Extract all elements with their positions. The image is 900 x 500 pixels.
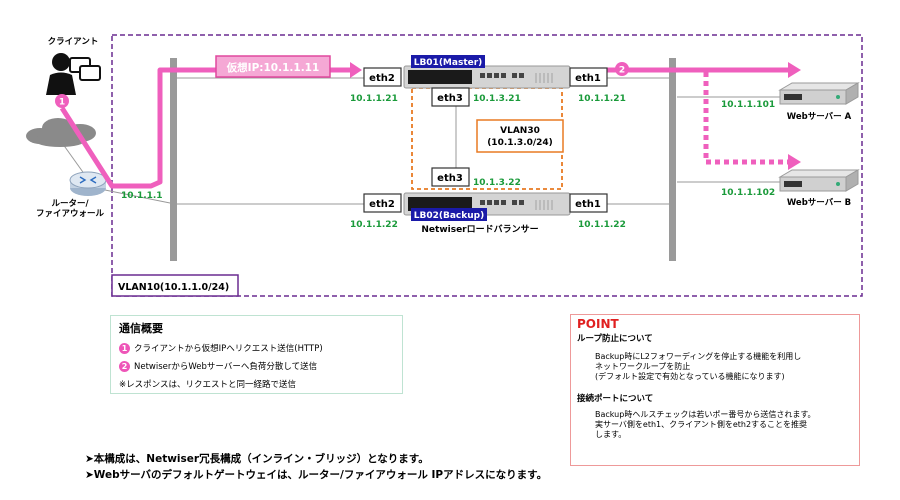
lb02-label: LB02(Backup) — [414, 211, 484, 221]
client-icon — [46, 53, 101, 95]
note-line-2: ➤Webサーバのデフォルトゲートウェイは、ルーター/ファイアウォール IPアドレ… — [85, 469, 548, 481]
web-b-flow-arrowhead — [788, 154, 801, 170]
lb02-eth1-ip: 10.1.1.22 — [578, 220, 626, 230]
router-icon — [69, 171, 107, 196]
web-server-a-icon — [778, 82, 860, 105]
vlan30-region — [411, 87, 563, 190]
lb02-eth2-label: eth2 — [369, 199, 395, 210]
switch-left-bar — [170, 58, 177, 261]
summary-box: 通信概要 1 クライアントから仮想IPへリクエスト送信(HTTP) 2 Netw… — [110, 315, 403, 394]
step-marker-2-number: 2 — [619, 66, 625, 76]
web-b-ip: 10.1.1.102 — [721, 188, 775, 198]
request-flow-arrowhead — [350, 62, 362, 78]
vlan30-label-line1: VLAN30 — [500, 126, 540, 136]
vip-label-box — [215, 55, 331, 78]
point-text-port: Backup時ヘルスチェックは若いポー番号から送信されます。 実サーバ側をeth… — [595, 410, 816, 439]
summary-title: 通信概要 — [119, 322, 163, 335]
point-text-loop: Backup時にL2フォワーディングを停止する機能を利用し ネットワークループを… — [595, 352, 802, 381]
lb02-eth3-label: eth3 — [437, 173, 463, 184]
step-marker-1 — [55, 94, 69, 108]
lb01-label-box — [411, 55, 485, 68]
summary-step-1-text: クライアントから仮想IPへリクエスト送信(HTTP) — [134, 344, 323, 354]
lb02-eth3-ip: 10.1.3.22 — [473, 178, 521, 188]
router-label-line1: ルーター/ — [51, 198, 89, 209]
summary-note: ※レスポンスは、リクエストと同一経路で送信 — [119, 380, 296, 390]
lb-caption: Netwiserロードバランサー — [421, 224, 538, 235]
point-heading-loop: ループ防止について — [577, 334, 653, 344]
web-server-b-icon — [778, 169, 860, 192]
web-server-b-label: Webサーバー B — [787, 197, 851, 208]
lb01-eth2-port — [363, 67, 402, 87]
lb01-eth2-ip: 10.1.1.21 — [350, 94, 398, 104]
lb01-label: LB01(Master) — [414, 58, 483, 68]
lb-to-web-b-flow — [703, 72, 790, 165]
lb01-eth1-ip: 10.1.1.21 — [578, 94, 626, 104]
point-box: POINT ループ防止について Backup時にL2フォワーディングを停止する機… — [570, 314, 860, 466]
bottom-notes: ➤本構成は、Netwiser冗長構成（インライン・ブリッジ）となります。 ➤We… — [85, 451, 547, 483]
router-label-line2: ファイアウォール — [36, 209, 105, 219]
vlan10-region — [111, 34, 863, 297]
lb01-eth1-port — [569, 67, 608, 87]
lb02-eth3-port — [431, 167, 470, 187]
lb01-eth2-label: eth2 — [369, 73, 395, 84]
lb01-device — [403, 65, 571, 89]
client-label: クライアント — [48, 36, 99, 47]
lb01-eth3-ip: 10.1.3.21 — [473, 94, 521, 104]
lb01-eth1-label: eth1 — [575, 73, 601, 84]
lb02-eth1-port — [569, 193, 608, 213]
summary-step-1: 1 クライアントから仮想IPへリクエスト送信(HTTP) — [119, 342, 394, 354]
vip-label: 仮想IP:10.1.1.11 — [226, 61, 320, 74]
web-a-ip: 10.1.1.101 — [721, 100, 775, 110]
vlan10-label-box — [111, 274, 239, 297]
web-server-a-label: Webサーバー A — [787, 111, 852, 122]
summary-step-1-marker: 1 — [119, 342, 130, 354]
cloud-icon — [26, 118, 96, 147]
lb02-label-box — [411, 208, 487, 221]
lb01-eth3-label: eth3 — [437, 93, 463, 104]
summary-step-2-text: NetwiserからWebサーバーへ負荷分散して送信 — [134, 362, 318, 372]
lb02-eth2-ip: 10.1.1.22 — [350, 220, 398, 230]
vlan30-label-box — [476, 119, 564, 153]
step-marker-1-number: 1 — [59, 98, 65, 108]
vlan30-label-line2: (10.1.3.0/24) — [487, 138, 553, 148]
lb02-eth1-label: eth1 — [575, 199, 601, 210]
router-ip: 10.1.1.1 — [121, 191, 163, 201]
point-title: POINT — [577, 317, 619, 331]
note-line-1: ➤本構成は、Netwiser冗長構成（インライン・ブリッジ）となります。 — [85, 453, 429, 465]
vlan10-label: VLAN10(10.1.1.0/24) — [118, 282, 229, 293]
summary-step-2-marker: 2 — [119, 360, 130, 372]
summary-step-2: 2 NetwiserからWebサーバーへ負荷分散して送信 — [119, 360, 394, 372]
web-a-flow-arrowhead — [788, 62, 801, 78]
switch-right-bar — [669, 58, 676, 261]
network-lines — [59, 77, 780, 205]
request-flow-path — [59, 67, 352, 189]
step-marker-2 — [615, 62, 629, 76]
lb01-eth3-port — [431, 87, 470, 107]
lb02-eth2-port — [363, 193, 402, 213]
point-heading-port: 接続ポートについて — [577, 394, 654, 404]
